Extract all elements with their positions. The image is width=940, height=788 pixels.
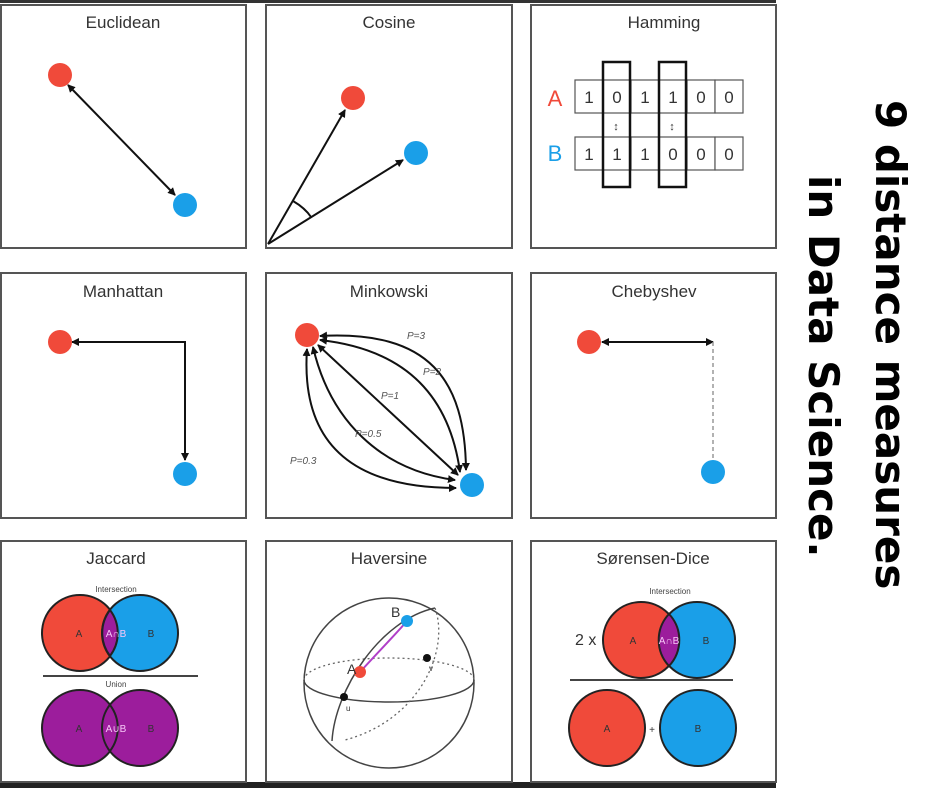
- point-b: [401, 615, 413, 627]
- side-title-line2: in Data Science.: [799, 175, 848, 558]
- set-b-label: B: [148, 724, 155, 735]
- panel-title: Haversine: [351, 549, 428, 568]
- equator-back: [303, 657, 475, 681]
- label-a: A: [548, 86, 563, 111]
- label-v: v: [429, 664, 433, 673]
- union-b-circle: [101, 689, 179, 767]
- bit-value: 1: [584, 88, 593, 107]
- union-text: A∪B: [106, 724, 127, 735]
- panel-minkowski: Minkowski P=3 P=2 P=1 P=0.5 P=0.3: [265, 272, 513, 519]
- union-label: Union: [106, 680, 127, 689]
- distance-arrow: [67, 84, 176, 196]
- point-blue: [701, 460, 725, 484]
- great-circle-back: [344, 607, 440, 741]
- label-b: B: [391, 604, 400, 620]
- side-title-line1: 9 distance measures: [866, 100, 915, 590]
- bit-cell: [574, 79, 604, 114]
- point-blue: [173, 462, 197, 486]
- path-arrow: [71, 338, 189, 461]
- updown-arrow-icon: ↕: [669, 121, 675, 133]
- panel-title: Cosine: [363, 13, 416, 32]
- p-label: P=1: [381, 391, 399, 402]
- bit-value: 1: [668, 88, 677, 107]
- bit-value: 0: [668, 145, 677, 164]
- diff-highlight: [601, 60, 632, 189]
- intersection-text: A∩B: [659, 636, 680, 647]
- point-blue: [173, 193, 197, 217]
- panel-title: Chebyshev: [611, 282, 697, 301]
- label-u: u: [346, 704, 350, 713]
- bit-value: 0: [724, 145, 733, 164]
- point-red: [48, 330, 72, 354]
- vector-b: [267, 159, 404, 245]
- set-a-label: A: [604, 724, 611, 735]
- panel-haversine: Haversine A B u v: [265, 540, 513, 783]
- set-b-label: B: [695, 724, 702, 735]
- p-label: P=0.5: [355, 429, 382, 440]
- set-a-label: A: [76, 629, 83, 640]
- intersection-label: Intersection: [649, 587, 690, 596]
- label-a: A: [347, 661, 357, 677]
- curve-p03: [302, 348, 457, 492]
- bit-cell: [658, 79, 688, 114]
- bit-value: 1: [640, 145, 649, 164]
- panel-jaccard: Jaccard Intersection A B A∩B Union A B A…: [0, 540, 247, 783]
- updown-arrow-icon: ↕: [613, 121, 619, 133]
- bit-value: 1: [584, 145, 593, 164]
- diff-highlight: [657, 60, 688, 189]
- vector-a: [267, 109, 346, 245]
- point-red: [341, 86, 365, 110]
- bit-value: 0: [724, 88, 733, 107]
- set-b-label: B: [703, 636, 710, 647]
- panel-chebyshev: Chebyshev: [530, 272, 777, 519]
- bit-value: 0: [696, 145, 705, 164]
- panel-euclidean: Euclidean: [0, 4, 247, 249]
- set-a-circle: [568, 689, 646, 767]
- panel-sorensen-dice: Sørensen-Dice Intersection 2 x A B A∩B A…: [530, 540, 777, 783]
- bit-value: 1: [612, 145, 621, 164]
- set-a-label: A: [76, 724, 83, 735]
- panel-title: Minkowski: [350, 282, 428, 301]
- angle-arc: [292, 200, 312, 218]
- set-a-label: A: [630, 636, 637, 647]
- intersection-text: A∩B: [106, 629, 127, 640]
- bit-value: 0: [696, 88, 705, 107]
- point-red: [295, 323, 319, 347]
- p-label: P=2: [423, 367, 442, 378]
- bit-cell: [686, 136, 716, 171]
- point-u: [340, 693, 348, 701]
- panel-title: Jaccard: [86, 549, 146, 568]
- bit-cell: [714, 136, 744, 171]
- p-label: P=0.3: [290, 456, 317, 467]
- equator-front: [303, 679, 475, 703]
- panel-manhattan: Manhattan: [0, 272, 247, 519]
- point-a: [354, 666, 366, 678]
- panel-title: Hamming: [628, 13, 701, 32]
- union-overlap-arc: [109, 704, 119, 752]
- bit-value: 0: [612, 88, 621, 107]
- point-blue: [404, 141, 428, 165]
- bit-cell: [714, 79, 744, 114]
- label-b: B: [548, 141, 563, 166]
- point-v: [423, 654, 431, 662]
- panel-title: Sørensen-Dice: [596, 549, 709, 568]
- set-b-label: B: [148, 629, 155, 640]
- intersection-region: [101, 608, 119, 658]
- panel-cosine: Cosine: [265, 4, 513, 249]
- panel-title: Manhattan: [83, 282, 163, 301]
- panel-title: Euclidean: [86, 13, 161, 32]
- bit-cell: [686, 79, 716, 114]
- p-label: P=3: [407, 331, 426, 342]
- intersection-region: [657, 612, 681, 668]
- factor-label: 2 x: [575, 632, 596, 649]
- bit-value: 1: [640, 88, 649, 107]
- intersection-label: Intersection: [95, 585, 136, 594]
- great-circle: [331, 607, 436, 742]
- point-blue: [460, 473, 484, 497]
- point-red: [577, 330, 601, 354]
- plus-sign: +: [649, 725, 655, 736]
- set-b-circle: [659, 689, 737, 767]
- point-red: [48, 63, 72, 87]
